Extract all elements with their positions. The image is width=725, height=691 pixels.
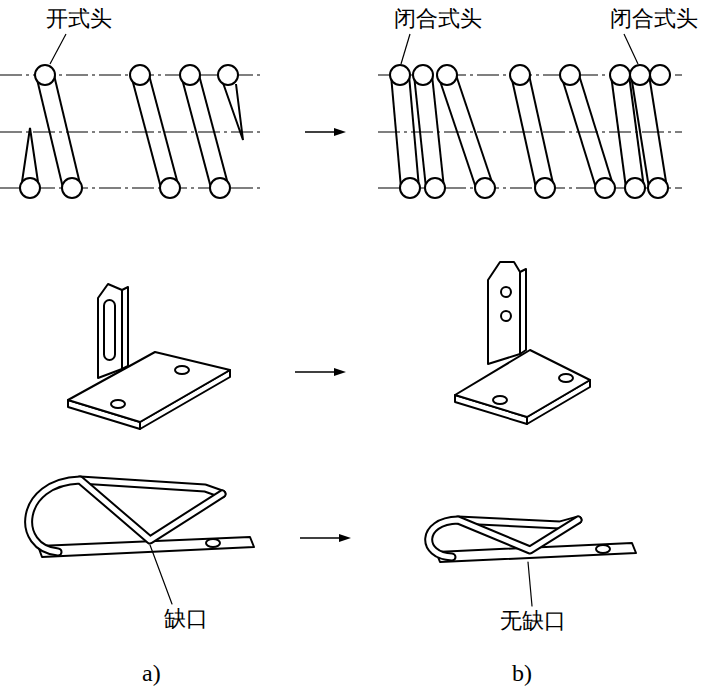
subfigure-label: b) bbox=[510, 659, 534, 688]
open-end-label: 开式头 bbox=[44, 6, 114, 32]
subfigure-label: a) bbox=[140, 659, 163, 688]
no-notch-label: 无缺口 bbox=[498, 608, 568, 634]
closed-end-label: 闭合式头 bbox=[392, 6, 484, 32]
notch-label: 缺口 bbox=[162, 606, 210, 632]
closed-end-label: 闭合式头 bbox=[608, 6, 700, 32]
